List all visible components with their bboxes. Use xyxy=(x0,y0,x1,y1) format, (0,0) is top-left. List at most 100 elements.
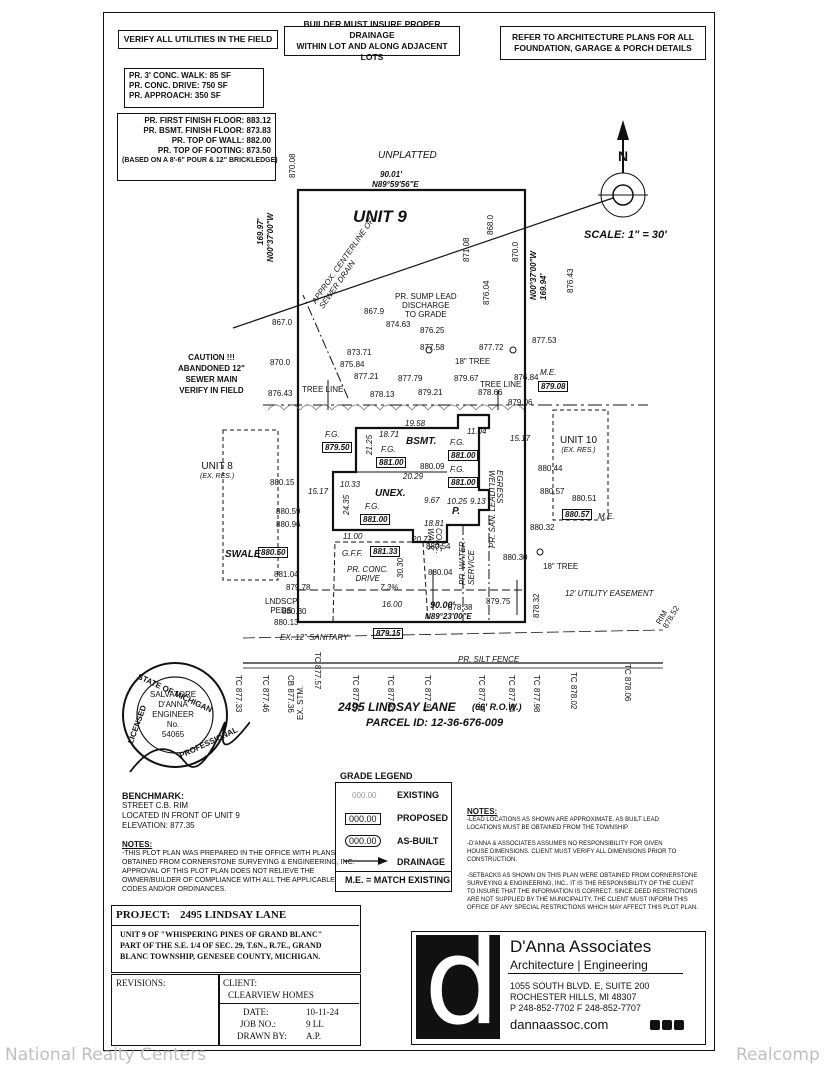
tree-line-scribble xyxy=(267,404,525,411)
spot-grade: 880.57 xyxy=(540,487,565,496)
driveway xyxy=(332,541,429,623)
notes-left-line-2: OBTAINED FROM CORNERSTONE SURVEYING & EN… xyxy=(122,859,355,866)
grade-legend-box xyxy=(335,782,452,892)
bsmt-fg-label: F.G. xyxy=(381,445,396,454)
notes-left: NOTES: -THIS PLOT PLAN WAS PREPARED IN T… xyxy=(122,840,355,894)
date-value: 10-11-24 xyxy=(306,1007,339,1017)
notes-right-p3-3: TO INSURE THAT THE INFORMATION IS CORREC… xyxy=(467,889,698,895)
firm-tagline-underline xyxy=(508,973,683,974)
spot-grade: 880.59 xyxy=(276,507,301,516)
benchmark-line-1: STREET C.B. RIM xyxy=(122,801,189,810)
verify-utilities-note: VERIFY ALL UTILITIES IN THE FIELD xyxy=(118,30,278,49)
dim-20-71: 20.71 xyxy=(412,535,433,544)
notes-right-p3-5: OFFICE OF ANY SPECIAL RESTRICTIONS WHICH… xyxy=(467,905,698,911)
job-label: JOB NO.: xyxy=(240,1019,277,1029)
tree-line-label-left: TREE LINE xyxy=(302,385,344,394)
drainage-line-2: WITHIN LOT AND ALONG ADJACENT LOTS xyxy=(296,41,448,62)
fg-label-b: F.G. xyxy=(450,465,465,474)
benchmark-title: BENCHMARK: xyxy=(122,791,184,801)
spot-grade: 879.21 xyxy=(418,388,443,397)
notes-right-p1-1: -LEAD LOCATIONS AS SHOWN ARE APPROXIMATE… xyxy=(467,817,659,823)
dim-18-81: 18.81 xyxy=(424,519,445,528)
notes-right-p3-4: ARE NOT SUPPLIED BY THE MUNICIPALITY, TH… xyxy=(467,897,688,903)
spot-grade: 878.32 xyxy=(532,593,541,618)
notes-right-p1-2: LOCATIONS MUST BE OBTAINED FROM THE TOWN… xyxy=(467,825,629,831)
tc-label: TC 877.83 xyxy=(386,675,395,713)
spot-grade: 880.32 xyxy=(530,523,555,532)
porch-label: P. xyxy=(452,506,461,517)
lndscp-line-1: LNDSCP xyxy=(265,597,298,606)
easement-label: 12' UTILITY EASEMENT xyxy=(565,589,654,598)
tree-line-label-right: TREE LINE xyxy=(480,380,522,389)
sewer-drain-centerline xyxy=(302,294,349,399)
project-label: PROJECT: xyxy=(116,909,171,921)
watermark-right: Realcomp xyxy=(736,1045,820,1065)
bottom-dimension: 90.00' xyxy=(430,600,455,610)
spot-grade: 880.09 xyxy=(420,462,445,471)
spot-grade: 877.79 xyxy=(398,374,423,383)
facebook-icon xyxy=(650,1020,660,1030)
legend-proposed-sym: 000.00 xyxy=(345,813,381,825)
water-service-label: PR. WATER SERVICE xyxy=(458,541,476,585)
watermark-left: National Realty Centers xyxy=(5,1045,207,1065)
spot-grade: 876.25 xyxy=(420,326,445,335)
dim-20-29: 20.29 xyxy=(403,472,424,481)
tc-label: TC 878.02 xyxy=(569,672,578,710)
dim-9-67: 9.67 xyxy=(424,496,440,505)
caution-line-1: CAUTION !!! xyxy=(188,353,235,362)
fg-label-a: F.G. xyxy=(450,438,465,447)
revisions-label: REVISIONS: xyxy=(116,978,166,988)
notes-right-p2-1: -D'ANNA & ASSOCIATES ASSUMES NO RESPONSI… xyxy=(467,841,663,847)
egress-line-1: EGRESS xyxy=(495,470,504,504)
spot-grade: 878.38 xyxy=(448,603,473,612)
tc-label: TC 878.06 xyxy=(623,664,632,702)
dim-16-00: 16.00 xyxy=(382,600,403,609)
spot-grade: 870.08 xyxy=(288,153,297,178)
fg-value-a: 881.00 xyxy=(448,450,479,461)
spot-grade: 880.13 xyxy=(274,618,299,627)
firm-name: D'Anna Associates xyxy=(510,937,652,956)
spot-grade: 877.21 xyxy=(354,372,379,381)
legend-asbuilt-sym: 000.00 xyxy=(345,835,381,847)
client-cell xyxy=(219,974,361,1046)
unplatted-label: UNPLATTED xyxy=(378,150,437,161)
notes-left-line-3: APPROVAL OF THIS PLOT PLAN DOES NOT RELI… xyxy=(122,868,315,875)
unit8-status: (EX. RES.) xyxy=(200,473,235,480)
spot-grade: 879.75 xyxy=(486,597,511,606)
seal-name-4: No. xyxy=(166,720,180,729)
notes-right-title: NOTES: xyxy=(467,807,498,816)
drive-line-1: PR. CONC. xyxy=(347,565,389,574)
dim-24-35: 24.35 xyxy=(342,494,351,515)
notes-right: NOTES: -LEAD LOCATIONS AS SHOWN ARE APPR… xyxy=(467,808,698,912)
spot-grade: 870.0 xyxy=(511,241,520,262)
legend-drainage-label: DRAINAGE xyxy=(397,857,446,867)
unit8-name: UNIT 8 xyxy=(201,461,233,472)
caution-label: CAUTION !!! ABANDONED 12" SEWER MAIN VER… xyxy=(178,352,245,396)
dim-21-25: 21.25 xyxy=(365,434,374,455)
date-label: DATE: xyxy=(243,1007,269,1017)
dim-11-04: 11.04 xyxy=(467,427,487,436)
legend-proposed-label: PROPOSED xyxy=(397,813,449,823)
spot-grade: 881.04 xyxy=(274,570,299,579)
tc-label: TC 877.97 xyxy=(477,675,486,713)
tc-label: TC 877.57 xyxy=(313,652,322,690)
spot-grade: 873.71 xyxy=(347,348,372,357)
tc-label: TC 877.65 xyxy=(351,675,360,713)
spot-grade: 880.44 xyxy=(538,464,563,473)
egress-line-2: WELL xyxy=(487,470,496,492)
social-icons xyxy=(650,1020,684,1030)
elev-bsmt-floor: PR. BSMT. FINISH FLOOR: 873.83 xyxy=(143,126,271,135)
scale-label: SCALE: 1" = 30' xyxy=(584,229,667,241)
drawn-value: A.P. xyxy=(306,1031,322,1041)
verify-utilities-text: VERIFY ALL UTILITIES IN THE FIELD xyxy=(123,34,273,44)
client-divider xyxy=(220,1003,359,1004)
unit10-house-outline xyxy=(552,409,609,521)
right-dimension: 169.94' xyxy=(539,273,548,300)
refer-architecture-note: REFER TO ARCHITECTURE PLANS FOR ALL FOUN… xyxy=(500,26,706,60)
drainage-line-1: BUILDER MUST INSURE PROPER DRAINAGE xyxy=(303,19,441,40)
notes-right-p3-2: SURVEYING & ENGINEERING, INC.. IT IS THE… xyxy=(467,881,694,887)
spot-grade: 878.13 xyxy=(370,390,395,399)
tree-label-1: 18" TREE xyxy=(455,357,491,366)
client-label: CLIENT: xyxy=(223,978,258,988)
legend-existing-sym: 000.00 xyxy=(352,791,377,800)
